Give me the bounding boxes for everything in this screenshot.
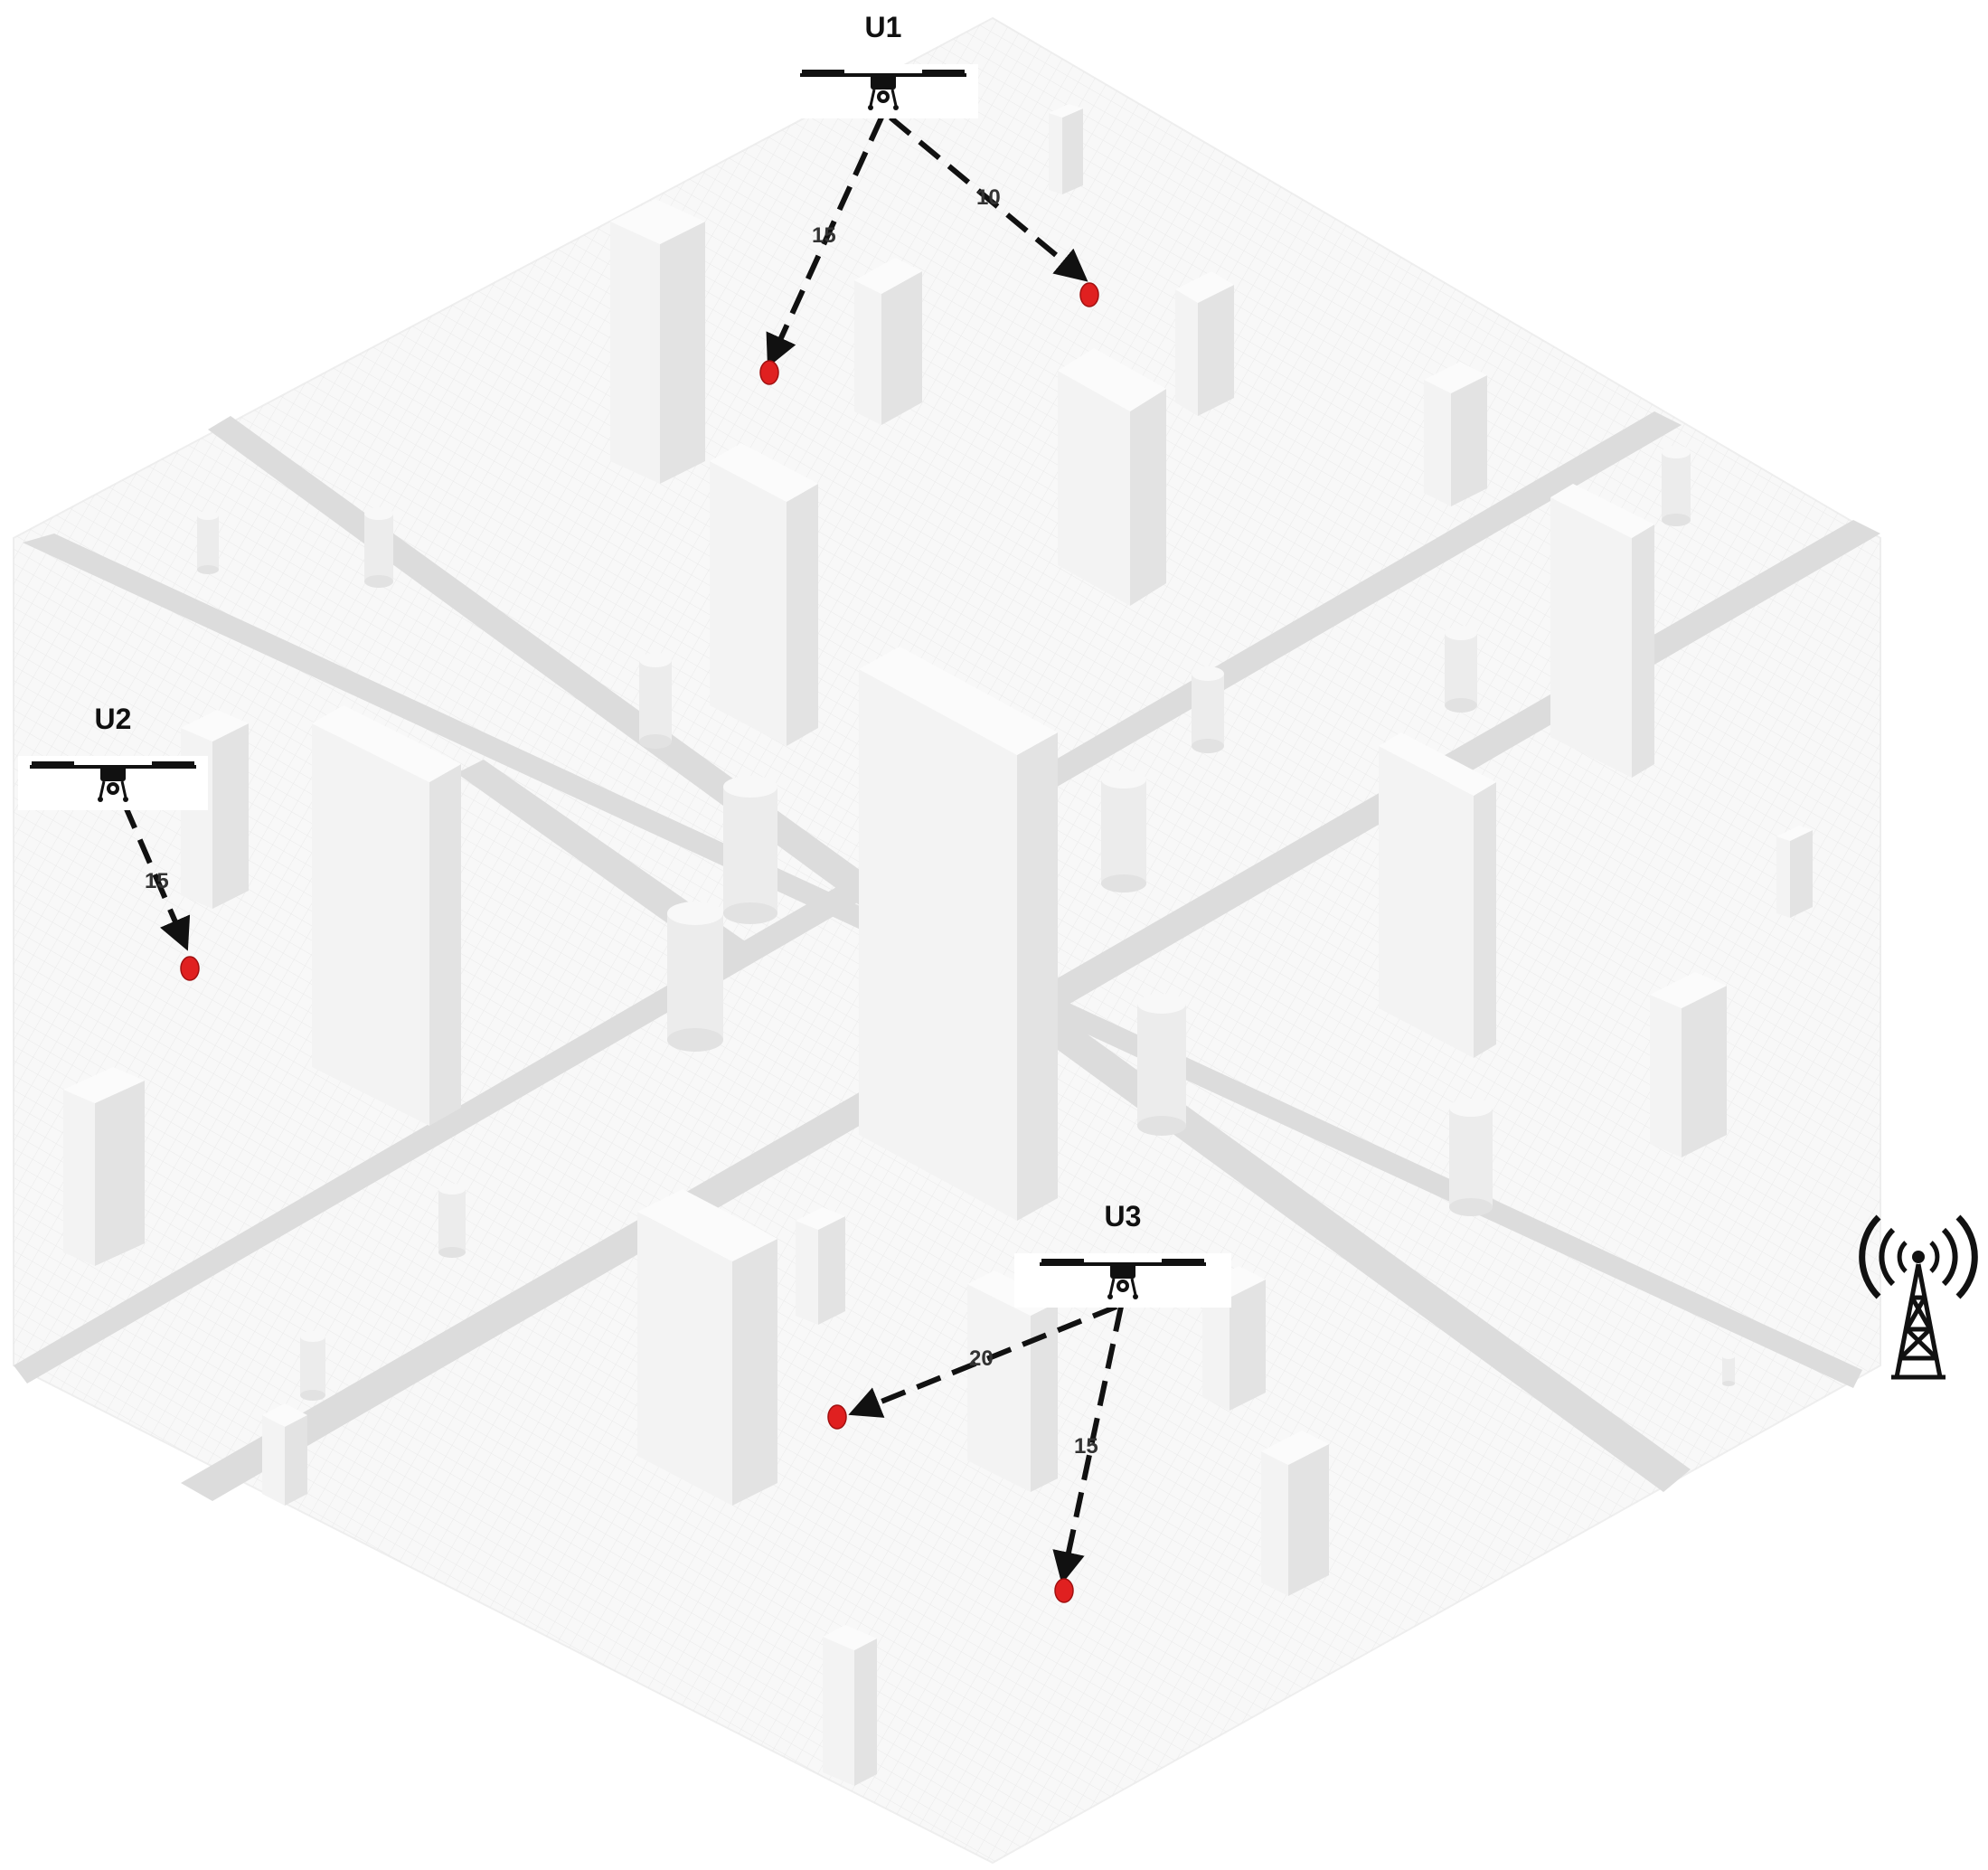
drone-icon xyxy=(1040,1259,1206,1299)
uav-U3: U3 xyxy=(1014,1200,1231,1308)
link-distance-label: 15 xyxy=(812,223,836,248)
link-u1-user1 xyxy=(766,116,884,368)
link-distance-label: 15 xyxy=(1074,1434,1098,1459)
building xyxy=(1175,271,1234,416)
link-u1-user2 xyxy=(889,115,1088,282)
link-u3-user2 xyxy=(1052,1306,1124,1585)
cylinder-building xyxy=(1449,1099,1493,1216)
building xyxy=(610,199,705,484)
cylinder-building xyxy=(438,1184,466,1258)
drone-icon xyxy=(800,70,966,110)
building xyxy=(823,1625,877,1786)
cylinder-building xyxy=(300,1331,325,1401)
link-distance-label: 15 xyxy=(145,869,169,893)
road-ne-sw-upper xyxy=(14,411,1682,1384)
building-main-tower xyxy=(859,647,1058,1221)
building xyxy=(1049,104,1083,194)
cylinder-building xyxy=(364,507,393,588)
uav-label: U1 xyxy=(865,11,902,43)
link-u2-user1 xyxy=(122,803,191,951)
uav-label: U3 xyxy=(1105,1200,1142,1232)
building xyxy=(710,443,818,746)
ground-user-marker xyxy=(759,360,779,385)
ground-user-marker xyxy=(1054,1578,1074,1603)
building xyxy=(967,1270,1058,1492)
buildings xyxy=(63,104,1813,1786)
cylinder-building xyxy=(1722,1354,1735,1386)
building xyxy=(796,1207,845,1325)
link-distance-label: 20 xyxy=(969,1346,994,1371)
cylinder-building xyxy=(1101,770,1146,892)
drone-icon xyxy=(30,761,196,802)
building xyxy=(312,705,461,1126)
building xyxy=(1379,732,1496,1058)
building xyxy=(1261,1431,1329,1596)
building xyxy=(637,1189,777,1506)
cylinder-building xyxy=(723,776,777,924)
ground-user-marker xyxy=(1079,282,1099,307)
link-distance-label: 10 xyxy=(976,185,1001,210)
link-u3-user1 xyxy=(848,1304,1118,1418)
cylinder-building xyxy=(1445,626,1477,713)
links xyxy=(122,115,1124,1585)
building xyxy=(63,1067,145,1266)
cylinder-building xyxy=(639,653,672,749)
building xyxy=(1202,1266,1266,1411)
cylinders xyxy=(197,446,1735,1401)
cylinder-building xyxy=(197,511,219,574)
cylinder-building xyxy=(1192,666,1224,753)
uav-U2: U2 xyxy=(18,703,208,810)
building xyxy=(1650,972,1727,1157)
cylinder-building xyxy=(1137,994,1186,1136)
building xyxy=(1776,826,1813,918)
uav-U1: U1 xyxy=(788,11,978,118)
ground-user-marker xyxy=(827,1404,847,1430)
building xyxy=(1058,348,1166,606)
building xyxy=(854,258,922,425)
uav-label: U2 xyxy=(95,703,132,735)
ground-user-marker xyxy=(180,956,200,981)
building xyxy=(262,1403,307,1506)
cell-tower-icon xyxy=(1859,1214,1978,1380)
cylinder-building xyxy=(667,902,723,1052)
building xyxy=(1550,484,1654,778)
cylinder-building xyxy=(1662,446,1691,526)
ground-users xyxy=(180,282,1099,1603)
building xyxy=(1424,362,1487,506)
